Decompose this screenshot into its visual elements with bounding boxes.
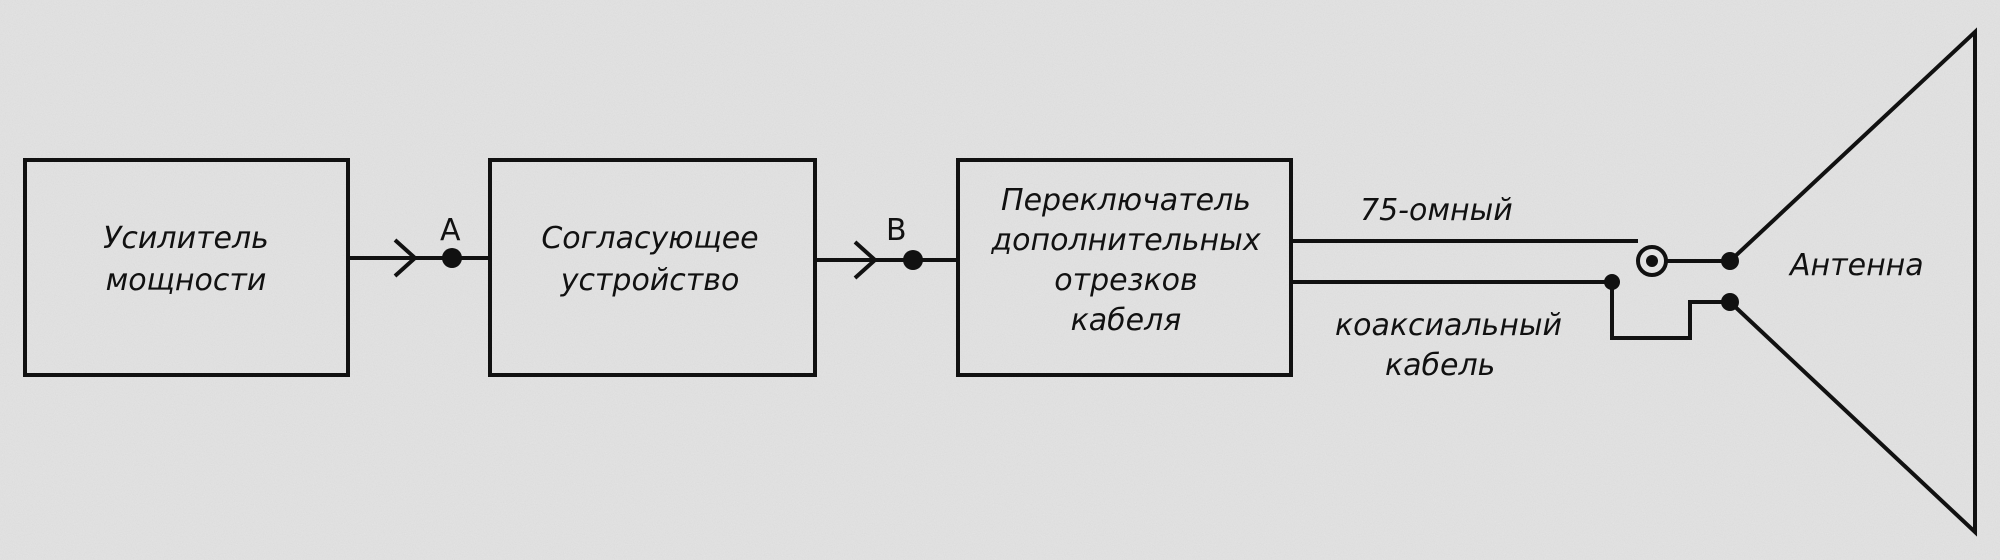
amplifier-label-line2: мощности (106, 263, 267, 298)
switch-block: Переключатель дополнительных отрезков ка… (956, 158, 1293, 377)
cable-label-line3: кабель (1385, 348, 1495, 383)
point-b-dot (903, 250, 923, 270)
antenna-label: Антенна (1788, 248, 1924, 283)
switch-label-line2: дополнительных (990, 223, 1260, 258)
switch-label-line3: отрезков (1054, 263, 1197, 298)
point-a-label: A (440, 213, 461, 248)
amplifier-block: Усилитель мощности (23, 158, 350, 377)
point-b-label: B (886, 213, 907, 248)
connection-b: B (815, 213, 958, 280)
matcher-label-line2: устройство (560, 263, 740, 298)
matcher-block: Согласующее устройство (488, 158, 817, 377)
switch-label-line1: Переключатель (1001, 183, 1251, 218)
cable-label-line1: 75-омный (1360, 193, 1513, 228)
matcher-label-line1: Согласующее (541, 221, 758, 256)
cable-label-line2: коаксиальный (1335, 308, 1562, 343)
arrow-a-icon (393, 238, 418, 278)
amplifier-label-line1: Усилитель (103, 221, 269, 256)
switch-label-line4: кабеля (1071, 303, 1182, 338)
connection-a: A (348, 213, 490, 278)
arrow-b-icon (853, 240, 878, 280)
coaxial-cable: 75-омный коаксиальный кабель (1291, 193, 1638, 383)
point-a-dot (442, 248, 462, 268)
connector-inner-icon (1646, 255, 1658, 267)
antenna-shape: Антенна (1728, 27, 1977, 537)
